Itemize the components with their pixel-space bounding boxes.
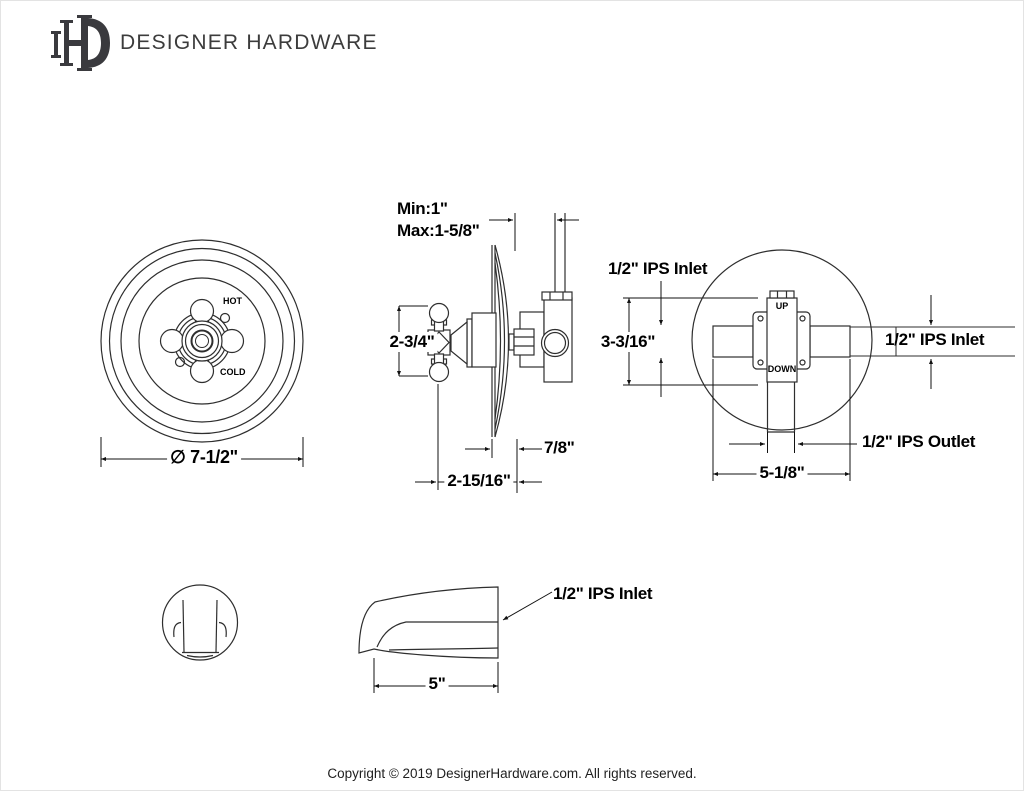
rear-body-width-dimension: 5-1/8"	[756, 463, 808, 483]
rear-outlet-label: 1/2" IPS Outlet	[862, 432, 976, 451]
rear-view-dimension-lines	[712, 295, 933, 481]
front-diameter-dimension: ∅ 7-1/2"	[167, 447, 241, 468]
side-view-dimension-lines	[397, 213, 579, 493]
hot-label: HOT	[223, 296, 242, 306]
handle-height-dimension: 2-3/4"	[386, 332, 438, 352]
wall-min-dimension: Min:1"	[397, 199, 448, 218]
flange-depth-dimension: 7/8"	[544, 438, 575, 457]
handle-to-wall-dimension: 2-15/16"	[444, 471, 514, 491]
rear-right-inlet-label: 1/2" IPS Inlet	[885, 330, 985, 349]
spout-side-view-drawing	[358, 586, 499, 659]
rear-view-drawing	[691, 249, 1015, 433]
rear-body-height-dimension: 3-3/16"	[597, 332, 659, 352]
rear-left-inlet-label: 1/2" IPS Inlet	[608, 259, 708, 278]
rear-view-dimension-lines-under	[623, 281, 758, 397]
side-view-drawing	[427, 213, 573, 438]
front-view-drawing	[100, 239, 304, 443]
brand-name: DESIGNER HARDWARE	[120, 31, 378, 54]
monogram-glyph	[51, 15, 110, 71]
wall-max-dimension: Max:1-5/8"	[397, 221, 480, 240]
cold-label: COLD	[220, 367, 246, 377]
copyright-text: Copyright © 2019 DesignerHardware.com. A…	[327, 766, 697, 781]
spout-length-dimension: 5"	[425, 674, 449, 694]
spout-inlet-label: 1/2" IPS Inlet	[553, 584, 653, 603]
up-label: UP	[775, 301, 789, 311]
down-label: DOWN	[767, 364, 797, 374]
brand-monogram	[51, 15, 110, 71]
spout-front-view-drawing	[161, 584, 239, 661]
